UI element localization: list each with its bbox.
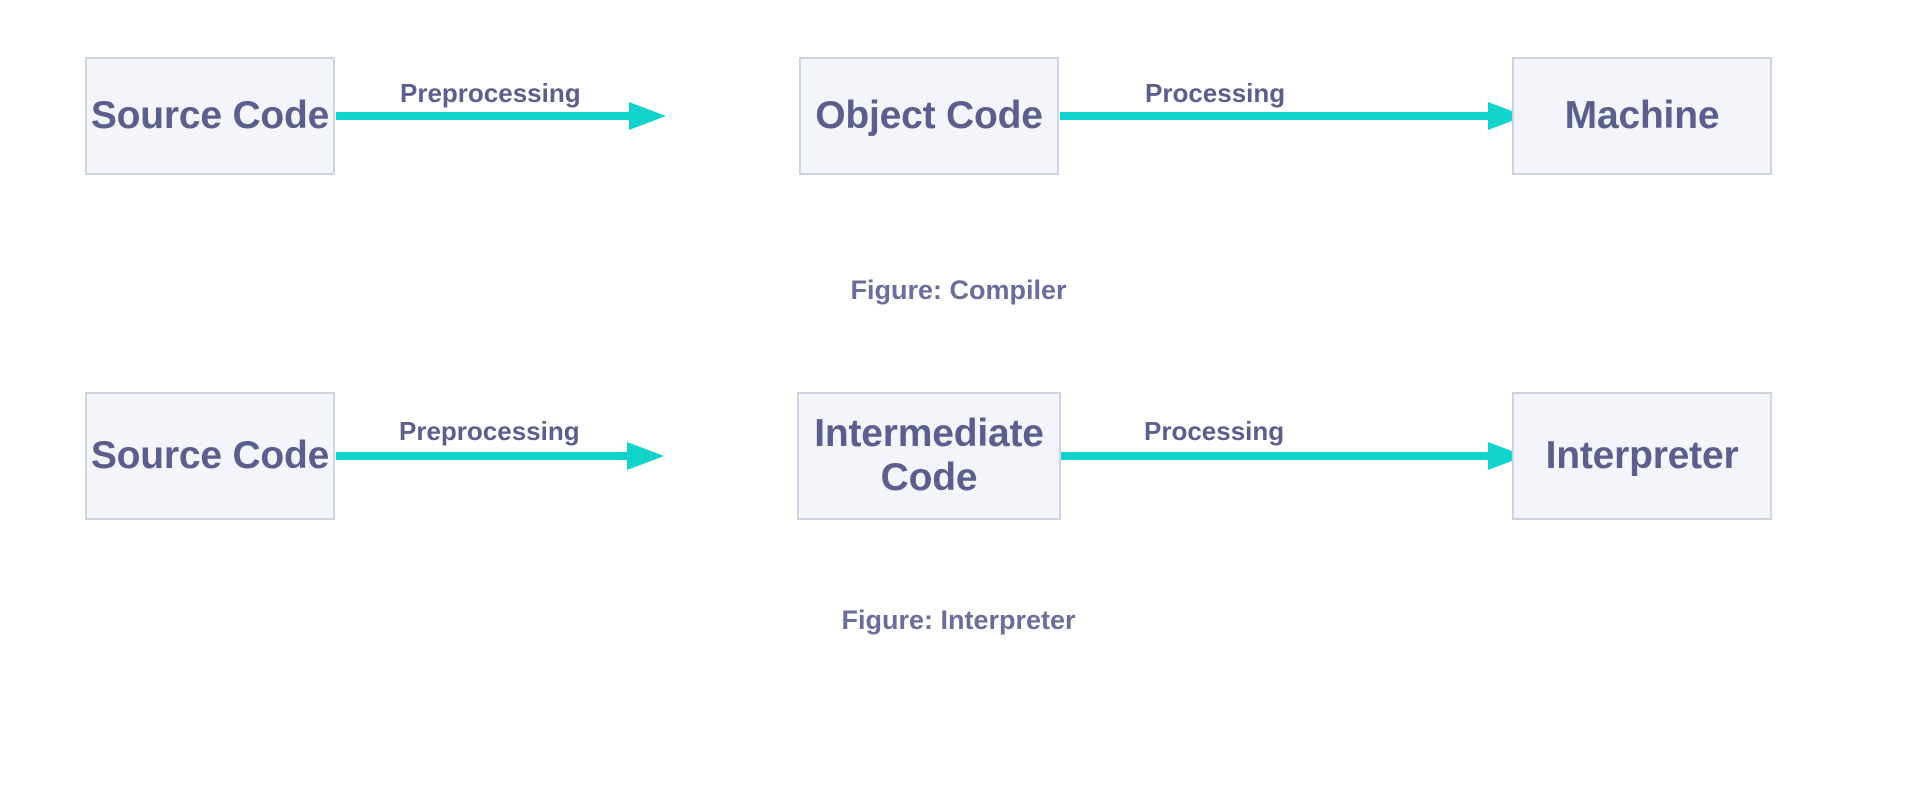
node-source-code[interactable]: Source Code — [85, 392, 335, 520]
figure-caption-interpreter: Figure: Interpreter — [841, 605, 1076, 635]
node-label: Intermediate Code — [814, 412, 1044, 499]
node-label: Interpreter — [1545, 434, 1739, 478]
interpreter-diagram: Source Code Preprocessing Intermediate C… — [0, 360, 1917, 760]
node-source-code[interactable]: Source Code — [85, 57, 335, 175]
edge-label-processing: Processing — [1145, 78, 1286, 108]
node-machine[interactable]: Machine — [1512, 57, 1772, 175]
compiler-diagram: Source Code Preprocessing Object Code Pr… — [0, 0, 1917, 330]
node-intermediate-code[interactable]: Intermediate Code — [797, 392, 1061, 520]
node-label: Object Code — [815, 94, 1043, 138]
arrow-processing — [1060, 102, 1525, 130]
edge-label-processing: Processing — [1144, 416, 1285, 446]
figure-caption-compiler: Figure: Compiler — [850, 275, 1067, 305]
arrow-preprocessing — [336, 442, 664, 470]
node-interpreter[interactable]: Interpreter — [1512, 392, 1772, 520]
edge-label-preprocessing: Preprocessing — [399, 416, 580, 446]
node-object-code[interactable]: Object Code — [799, 57, 1059, 175]
node-label: Machine — [1564, 94, 1720, 138]
arrow-processing — [1061, 442, 1525, 470]
arrow-preprocessing — [336, 102, 666, 130]
edge-label-preprocessing: Preprocessing — [400, 78, 581, 108]
node-label: Source Code — [90, 434, 330, 478]
node-label: Source Code — [90, 94, 330, 138]
